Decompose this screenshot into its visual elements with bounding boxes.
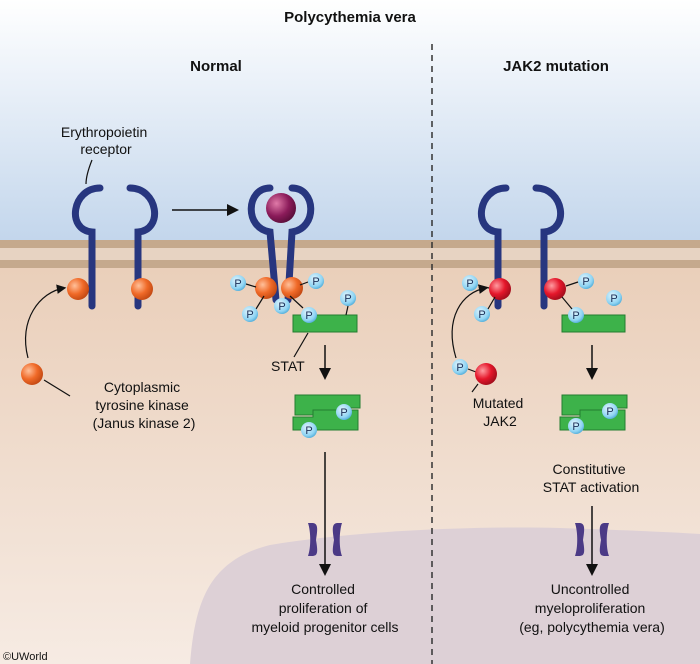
svg-text:P: P: [572, 421, 579, 433]
phosphates-bound: P P P P: [230, 273, 324, 322]
mutant-jak2-label: Mutated JAK2: [473, 395, 527, 429]
receptor-pointer: [85, 159, 93, 185]
receptor-label: Erythropoietin receptor: [61, 124, 151, 157]
svg-text:P: P: [246, 309, 253, 321]
stat-phosphate: [301, 307, 317, 323]
svg-text:P: P: [456, 362, 463, 374]
stat-label: STAT: [271, 358, 305, 374]
svg-text:P: P: [305, 425, 312, 437]
constitutive-activation-label: Constitutive STAT activation: [543, 461, 639, 495]
nuclear-pore-mutant: [575, 523, 609, 556]
mutant-recruitment-arrow: [451, 284, 489, 359]
svg-text:P: P: [344, 293, 351, 305]
nucleus: [190, 527, 700, 664]
stat-phosphate-free: [340, 290, 356, 306]
svg-text:P: P: [340, 407, 347, 419]
svg-text:P: P: [610, 293, 617, 305]
header-jak2-mutation: JAK2 mutation: [503, 58, 609, 75]
mutant-jak2-cytoplasmic: [475, 363, 497, 385]
nuclear-pore-normal: [308, 523, 342, 556]
svg-text:P: P: [478, 309, 485, 321]
membrane-outer-leaflet: [0, 240, 700, 248]
erythropoietin-ligand: [266, 193, 296, 223]
mutant-jak2-phosphate: [452, 359, 468, 375]
extracellular-space: [0, 0, 700, 240]
svg-text:P: P: [606, 406, 613, 418]
svg-text:P: P: [278, 301, 285, 313]
kinase-label: Cytoplasmic tyrosine kinase (Janus kinas…: [93, 379, 196, 431]
receptor-unbound: [72, 184, 158, 310]
header-normal: Normal: [190, 58, 242, 75]
jak2-recruitment-arrow: [25, 284, 67, 359]
receptor-mutant: [478, 184, 564, 310]
svg-text:P: P: [582, 276, 589, 288]
membrane-inner-leaflet: [0, 260, 700, 268]
svg-text:P: P: [312, 276, 319, 288]
normal-outcome: Controlled proliferation of myeloid prog…: [251, 581, 398, 635]
phosphates-mutant: P P P: [462, 273, 594, 322]
stat-dimer-mutant: P P: [559, 394, 628, 434]
mutant-outcome: Uncontrolled myeloproliferation (eg, pol…: [519, 581, 665, 635]
jak2-bound-right: [281, 277, 303, 299]
jak2-normal-left: [67, 278, 89, 300]
svg-text:P: P: [234, 278, 241, 290]
jak2-bound-left: [255, 277, 277, 299]
stat-dimer: P P: [292, 394, 361, 438]
svg-text:P: P: [305, 310, 312, 322]
svg-text:P: P: [572, 310, 579, 322]
diagram-title: Polycythemia vera: [284, 9, 416, 26]
jak2-cytoplasmic: [21, 363, 43, 385]
jak2-mutant-left: [489, 278, 511, 300]
jak2-normal-right: [131, 278, 153, 300]
svg-text:P: P: [466, 278, 473, 290]
receptor-bound: [247, 184, 315, 304]
credit: ©UWorld: [3, 651, 48, 663]
jak2-mutant-right: [544, 278, 566, 300]
